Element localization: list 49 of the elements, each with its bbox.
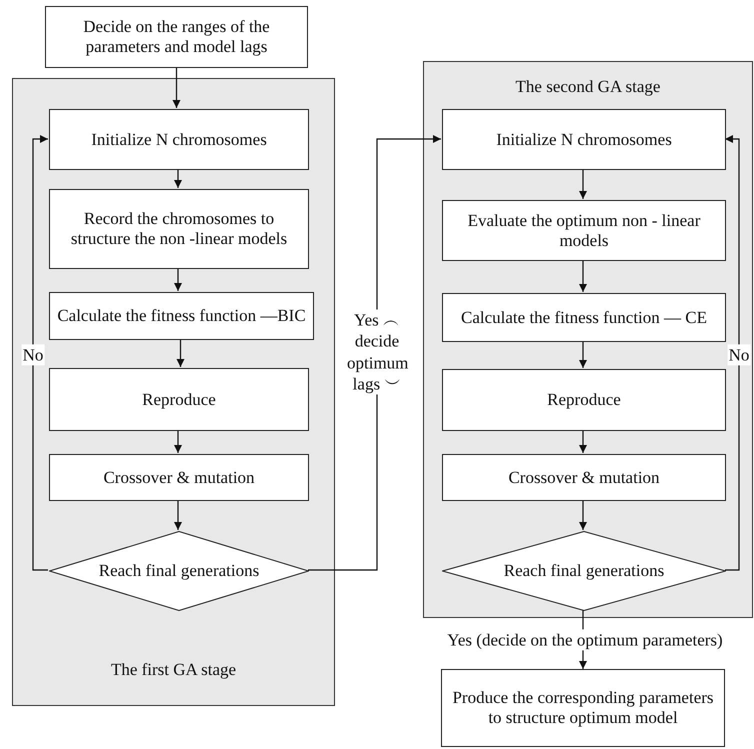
arrow <box>579 169 587 199</box>
box-text: Crossover & mutation <box>507 468 661 488</box>
process-box <box>49 368 309 431</box>
arrow <box>725 135 740 571</box>
arrow <box>579 341 587 368</box>
box-text: Produce the corresponding parameters to structure optimum model <box>451 688 715 728</box>
arrow <box>172 68 180 108</box>
arrow <box>174 500 182 530</box>
box-text: Decide on the ranges of the parameters and model lags <box>82 17 271 57</box>
box-text: Reproduce <box>141 390 217 410</box>
box-text: Reproduce <box>546 390 622 410</box>
box-text: Calculate the fitness function —BIC <box>56 306 307 326</box>
process-box <box>49 292 314 340</box>
process-box <box>45 6 308 68</box>
arrow <box>579 260 587 292</box>
process-box <box>442 454 726 501</box>
arrow <box>174 169 182 188</box>
arrow <box>579 500 587 530</box>
stage-heading: The first GA stage <box>110 659 236 681</box>
edge-label: Yes ︵ decide optimum lags ︶ <box>346 310 408 394</box>
process-box <box>49 189 309 269</box>
box-text: Calculate the fitness function — CE <box>460 308 708 328</box>
process-box <box>442 200 726 261</box>
arrow <box>32 135 48 571</box>
edge-label: Yes (decide on the optimum parameters) <box>446 629 724 651</box>
box-text: Reach final generations <box>502 561 666 581</box>
process-box <box>442 293 726 342</box>
stage-panel <box>12 78 335 706</box>
process-box <box>49 109 309 170</box>
box-text: Initialize N chromosomes <box>90 130 268 150</box>
process-box <box>441 669 725 747</box>
decision-diamond <box>442 531 726 611</box>
arrow <box>579 430 587 453</box>
arrow <box>174 268 182 291</box>
process-box <box>49 454 309 501</box>
process-box <box>442 369 726 431</box>
box-text: Record the chromosomes to structure the non -linear models <box>70 209 288 249</box>
edge-label: No <box>22 344 44 366</box>
stage-panel <box>423 61 753 618</box>
stage-heading: The second GA stage <box>516 76 660 98</box>
arrow <box>176 339 184 367</box>
process-box <box>442 109 726 170</box>
box-text: Reach final generations <box>98 561 260 581</box>
edge-label: No <box>728 344 750 366</box>
arrow <box>174 430 182 453</box>
box-text: Evaluate the optimum non - linear models <box>466 210 702 250</box>
decision-diamond <box>49 531 309 611</box>
box-text: Initialize N chromosomes <box>495 130 673 150</box>
box-text: Crossover & mutation <box>102 468 256 488</box>
